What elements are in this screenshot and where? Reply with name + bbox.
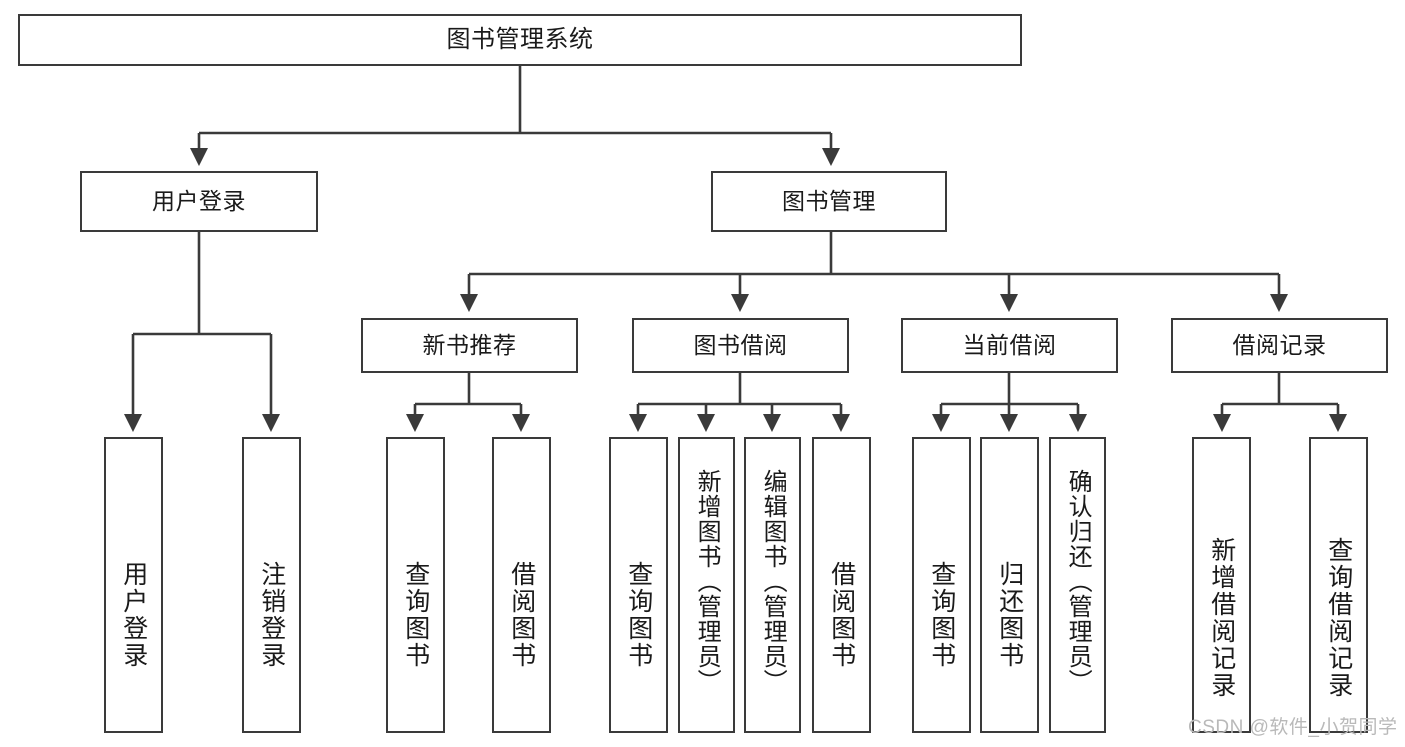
node-root-label: 图书管理系统 (446, 25, 594, 53)
node-leaf-query-book-1[interactable]: 查询图书 (386, 437, 445, 733)
node-leaf-borrow-book-2-label: 借阅图书 (827, 561, 856, 669)
node-leaf-add-book-label: 新增图书（管理员） (693, 469, 721, 694)
node-leaf-add-book[interactable]: 新增图书（管理员） (678, 437, 735, 733)
node-leaf-query-book-1-label: 查询图书 (401, 561, 430, 669)
node-current-borrow[interactable]: 当前借阅 (901, 318, 1118, 373)
node-leaf-query-record-label: 查询借阅记录 (1324, 537, 1353, 699)
node-leaf-return-book-label: 归还图书 (995, 561, 1024, 669)
node-leaf-add-record-label: 新增借阅记录 (1207, 537, 1236, 699)
node-leaf-logout-login[interactable]: 注销登录 (242, 437, 301, 733)
node-leaf-query-book-2[interactable]: 查询图书 (609, 437, 668, 733)
node-book-borrow[interactable]: 图书借阅 (632, 318, 849, 373)
node-current-borrow-label: 当前借阅 (962, 331, 1057, 358)
node-leaf-confirm-return[interactable]: 确认归还（管理员） (1049, 437, 1106, 733)
node-leaf-return-book[interactable]: 归还图书 (980, 437, 1039, 733)
node-leaf-user-login[interactable]: 用户登录 (104, 437, 163, 733)
node-borrow-record[interactable]: 借阅记录 (1171, 318, 1388, 373)
node-book-borrow-label: 图书借阅 (693, 331, 788, 358)
node-leaf-logout-login-label: 注销登录 (257, 561, 286, 669)
node-leaf-borrow-book-1[interactable]: 借阅图书 (492, 437, 551, 733)
node-leaf-borrow-book-1-label: 借阅图书 (507, 561, 536, 669)
watermark: CSDN @软件_小贺同学 (1188, 717, 1398, 738)
node-leaf-user-login-label: 用户登录 (119, 561, 148, 669)
node-borrow-record-label: 借阅记录 (1232, 331, 1327, 358)
node-user-login[interactable]: 用户登录 (80, 171, 318, 232)
node-new-book-recommend-label: 新书推荐 (422, 331, 517, 358)
node-leaf-confirm-return-label: 确认归还（管理员） (1064, 469, 1092, 694)
node-leaf-add-record[interactable]: 新增借阅记录 (1192, 437, 1251, 733)
node-leaf-query-book-2-label: 查询图书 (624, 561, 653, 669)
node-leaf-edit-book[interactable]: 编辑图书（管理员） (744, 437, 801, 733)
node-leaf-borrow-book-2[interactable]: 借阅图书 (812, 437, 871, 733)
node-book-manage-label: 图书管理 (782, 187, 876, 214)
node-leaf-query-book-3-label: 查询图书 (927, 561, 956, 669)
node-user-login-label: 用户登录 (152, 187, 246, 214)
node-book-manage[interactable]: 图书管理 (711, 171, 947, 232)
node-leaf-query-book-3[interactable]: 查询图书 (912, 437, 971, 733)
node-new-book-recommend[interactable]: 新书推荐 (361, 318, 578, 373)
node-root[interactable]: 图书管理系统 (18, 14, 1022, 66)
node-leaf-edit-book-label: 编辑图书（管理员） (759, 469, 787, 694)
node-leaf-query-record[interactable]: 查询借阅记录 (1309, 437, 1368, 733)
